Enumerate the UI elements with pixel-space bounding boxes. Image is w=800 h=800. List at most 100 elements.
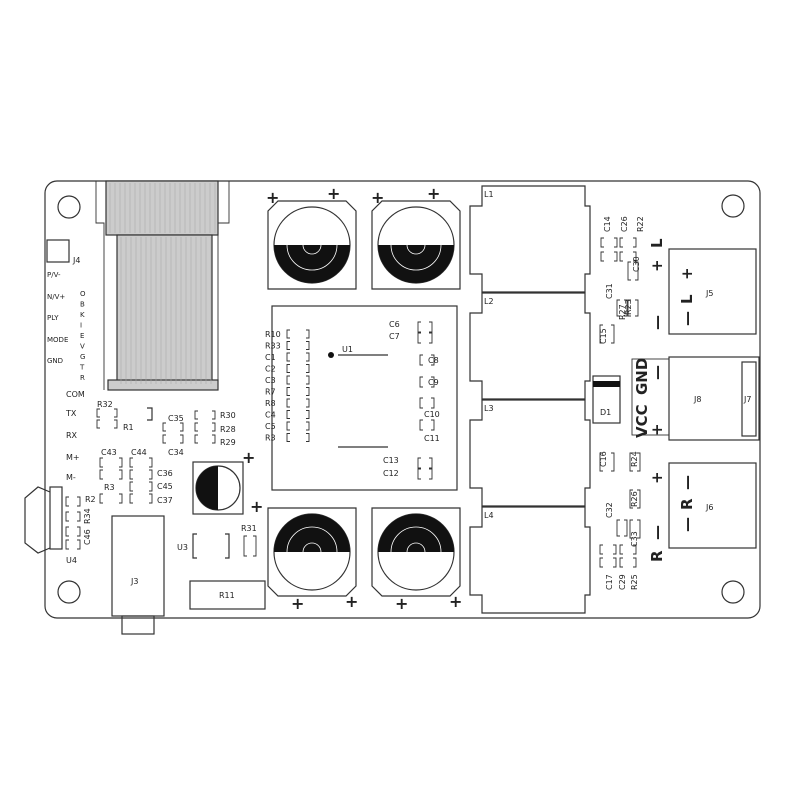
j3-jack (111, 515, 165, 617)
small-cap-plus-2: + (250, 497, 263, 516)
r28 (194, 422, 216, 432)
c43b (99, 469, 123, 480)
ic-right-label: C9 (428, 378, 439, 387)
r26-label: R26 (630, 491, 639, 507)
c34-label: C34 (168, 448, 184, 457)
r34-label: R34 (83, 508, 92, 524)
d1-band (593, 381, 620, 387)
c26-label: C26 (620, 216, 629, 232)
c29 (619, 544, 637, 555)
c44 (129, 457, 153, 468)
c15 (599, 324, 615, 344)
mounting-hole-tr (721, 194, 745, 218)
io-label: RX (66, 431, 78, 440)
r2 (99, 493, 123, 504)
r27 (616, 299, 628, 317)
c46-label: C46 (83, 529, 92, 545)
ribbon-letter: R (80, 374, 85, 382)
pin1-dot (328, 352, 334, 358)
electrolytic-capacitors: ++++++++ (266, 184, 462, 613)
vcc-label: VCC (633, 404, 651, 438)
ic-right-part (419, 419, 435, 431)
c34 (162, 434, 184, 444)
c45 (129, 481, 153, 492)
ic-right-label: C11 (424, 434, 440, 443)
inductor-label: L3 (484, 404, 494, 413)
io-label: M+ (66, 453, 80, 462)
r27-label: R27 (618, 304, 627, 320)
r23-label: R23 (624, 299, 633, 315)
cap-top-right (371, 200, 461, 290)
right-plus-top: + (648, 471, 666, 484)
r1 (96, 419, 118, 429)
ic-left-label: R8 (265, 399, 276, 408)
c35 (162, 422, 184, 432)
c29-label: C29 (618, 574, 627, 590)
ic-left-label: C2 (265, 365, 276, 374)
inductor-label: L4 (484, 511, 494, 520)
mounting-hole-br (721, 580, 745, 604)
c43 (99, 457, 123, 468)
r3-label: R3 (104, 483, 115, 492)
left-plus-top: + (648, 259, 666, 272)
cap-top-left (267, 200, 357, 290)
ic-right-label: C10 (424, 410, 440, 419)
polarity-plus: + (327, 184, 340, 203)
j4-pin-label: PLY (47, 314, 59, 322)
r28-label: R28 (220, 425, 236, 434)
ic-left-part (286, 421, 310, 431)
c26b (619, 251, 637, 262)
u1-label: U1 (342, 345, 353, 354)
c16 (599, 452, 615, 472)
j5-label: J5 (705, 289, 713, 298)
output-polarity-labels: L+—+L——++—R—R— (648, 238, 696, 562)
ribbon-letter: I (80, 322, 82, 330)
polarity-plus: + (345, 592, 358, 611)
c14 (600, 237, 618, 248)
io-label: M- (66, 473, 76, 482)
r26 (629, 489, 641, 509)
r31-label: R31 (241, 524, 257, 533)
ic-left-part (286, 398, 310, 408)
ic-left-part (286, 352, 310, 362)
polarity-plus: + (371, 188, 384, 207)
j8-label: J8 (693, 395, 701, 404)
u4-jack (24, 486, 63, 554)
ic-right-part (417, 332, 433, 344)
ic-left-label: R7 (265, 388, 276, 397)
power-label-frame (631, 358, 670, 436)
right-minus-top: — (648, 525, 666, 540)
inductor-l1 (469, 185, 591, 293)
left-minus-top: — (648, 315, 666, 330)
c17b (599, 557, 617, 568)
c36 (129, 469, 153, 480)
r23 (627, 299, 639, 317)
c15-label: C15 (599, 328, 608, 344)
r24 (629, 452, 641, 472)
ic-left-label: R3 (265, 434, 276, 443)
j6-minus: — (678, 475, 696, 490)
ic-right-part (417, 321, 433, 333)
c26 (619, 237, 637, 248)
ic-left-label: C1 (265, 353, 276, 362)
c33 (629, 519, 641, 539)
j7-label: J7 (743, 395, 751, 404)
com-label: COM (66, 390, 85, 399)
mounting-hole-bl (57, 580, 81, 604)
j4-label: J4 (72, 256, 80, 265)
r25-label: R25 (630, 574, 639, 590)
ic-right-label: C7 (389, 332, 400, 341)
inductor-label: L2 (484, 297, 494, 306)
c36-label: C36 (157, 469, 173, 478)
j5-l: L (678, 294, 696, 304)
ribbon-cable (95, 180, 230, 391)
j5-minus: — (678, 311, 696, 326)
j5-connector (668, 248, 757, 335)
j3-label: J3 (130, 577, 138, 586)
r11-label: R11 (219, 591, 235, 600)
r11-resistor (189, 580, 266, 610)
